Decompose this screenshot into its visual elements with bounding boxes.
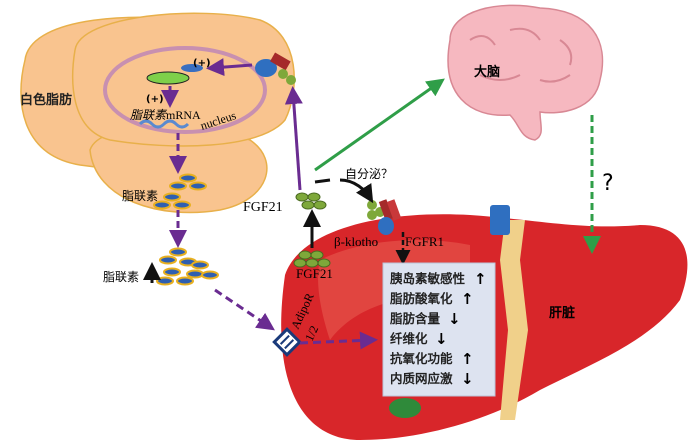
effect-item: 胰岛素敏感性 xyxy=(390,271,466,286)
fgfr1-label: FGFR1 xyxy=(405,234,444,249)
effect-item: 内质网应激 xyxy=(390,371,453,386)
fat-receptor-icon xyxy=(255,52,296,85)
adipor-receptor-icon xyxy=(272,327,302,357)
arrow-up-icon: ↑ xyxy=(461,350,474,368)
adiponectin-mrna-label: 脂联素mRNA xyxy=(130,108,201,122)
arrow-down-icon: ↓ xyxy=(448,310,461,328)
adiponectin-up-label: 脂联素 xyxy=(103,269,139,284)
arrow-up-icon: ↑ xyxy=(474,270,487,288)
effects-list: 胰岛素敏感性 ↑ 脂肪酸氧化 ↑ 脂肪含量 ↓ 纤维化 ↓ 抗氧化功能 ↑ 内质网应激 ↓ xyxy=(389,270,487,388)
liver-label: 肝脏 xyxy=(549,305,575,321)
effect-item: 纤维化 xyxy=(390,331,428,346)
fgf21-cluster xyxy=(293,192,331,268)
effect-item: 脂肪酸氧化 xyxy=(389,291,453,306)
plus-lower: (+) xyxy=(146,94,164,105)
white-fat-label: 白色脂肪 xyxy=(20,92,72,108)
plus-upper: (+) xyxy=(193,58,211,69)
nucleus-membrane xyxy=(103,46,267,134)
arrow-down-icon: ↓ xyxy=(461,370,474,388)
question-mark: ? xyxy=(602,171,614,196)
adipor-sub-label: 1/2 xyxy=(302,323,321,343)
effect-item: 抗氧化功能 xyxy=(390,351,453,366)
autocrine-label: 自分泌？ xyxy=(345,167,393,181)
effects-box xyxy=(382,262,496,397)
adiponectin-particles xyxy=(153,173,219,286)
fgf21-liver-label: FGF21 xyxy=(296,266,333,281)
arrow-down-icon: ↓ xyxy=(435,330,448,348)
white-fat-cells xyxy=(20,12,295,214)
brain-label: 大脑 xyxy=(474,64,500,80)
pathway-arrows xyxy=(143,58,601,350)
fgf21-left-label: FGF21 xyxy=(243,200,283,215)
arrow-up-icon: ↑ xyxy=(461,290,474,308)
beta-klotho-label: β-klotho xyxy=(334,234,378,249)
adiponectin-cell-label: 脂联素 xyxy=(122,188,158,203)
effect-item: 脂肪含量 xyxy=(389,311,441,326)
brain-icon xyxy=(447,4,604,141)
